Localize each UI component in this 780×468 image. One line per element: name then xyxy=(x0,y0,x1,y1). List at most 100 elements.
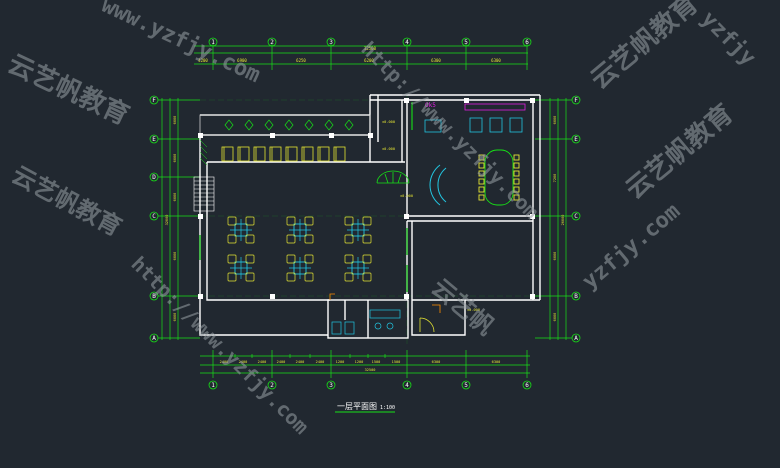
elevation-d: ±0.000 xyxy=(467,308,480,312)
chair xyxy=(286,272,296,282)
office-label: Ok5 xyxy=(425,102,436,109)
watermark-url-2: http://www.yzfjy.com xyxy=(126,252,313,439)
office-area xyxy=(424,103,526,133)
dining-table xyxy=(227,254,255,282)
chair xyxy=(286,234,296,244)
watermark-brand-5: 云艺帆 xyxy=(426,273,499,341)
elevation-markers: ±0.000 ±0.000 ±0.000 ±0.000 xyxy=(382,120,480,312)
conference-table xyxy=(478,149,520,206)
bottom-dim-1: 2400 xyxy=(220,360,229,364)
conf-chair-left xyxy=(478,170,485,177)
terrace-plants xyxy=(224,119,354,131)
chair xyxy=(245,234,255,244)
chair xyxy=(362,234,372,244)
dimension-bottom xyxy=(200,350,530,378)
top-dim-2: 6250 xyxy=(296,58,306,63)
watermark-brand-1: 云艺帆教育 xyxy=(3,48,134,131)
chair xyxy=(245,272,255,282)
chair xyxy=(245,216,255,226)
grid-bubbles-bottom xyxy=(208,380,532,390)
bottom-total-dim: 32500 xyxy=(365,368,376,372)
conf-chair-left xyxy=(478,154,485,161)
bottom-dim-3: 2400 xyxy=(258,360,267,364)
chair xyxy=(344,234,354,244)
grid-label-5b: 5 xyxy=(464,382,468,389)
grid-label-2b: 2 xyxy=(270,382,274,389)
chair xyxy=(304,216,314,226)
grid-labels-left: F E D C B A xyxy=(152,97,156,342)
grid-label-E-r: E xyxy=(574,136,578,143)
chair xyxy=(286,216,296,226)
reception-desk xyxy=(429,164,447,206)
conf-chair-left xyxy=(478,178,485,185)
left-stair xyxy=(193,176,215,212)
elevation-b: ±0.000 xyxy=(382,120,395,124)
conf-chair-left xyxy=(478,194,485,201)
chair xyxy=(304,272,314,282)
top-dim-left: 4200 xyxy=(198,58,208,63)
dining-table xyxy=(344,216,372,244)
grid-label-2: 2 xyxy=(270,39,274,46)
left-dim-4: 6000 xyxy=(173,252,177,261)
chair xyxy=(304,254,314,264)
dimension-top xyxy=(194,44,528,70)
bottom-dim-8: 1200 xyxy=(355,360,364,364)
grid-label-C: C xyxy=(152,213,156,220)
watermark-brand-3: 云艺帆教育 xyxy=(585,0,705,95)
dining-table xyxy=(286,216,314,244)
bottom-dim-4: 2400 xyxy=(277,360,286,364)
conf-chair-right xyxy=(513,154,520,161)
sofa xyxy=(333,146,346,162)
grid-label-4: 4 xyxy=(405,39,409,46)
dimension-text-bottom: 2400 2400 2400 2400 2400 2400 1200 1200 … xyxy=(220,360,501,372)
conf-chair-right xyxy=(513,194,520,201)
columns xyxy=(198,98,535,299)
right-dim-2: 7200 xyxy=(553,174,557,183)
grid-label-C-r: C xyxy=(574,213,578,220)
grid-label-D: D xyxy=(152,174,156,181)
chair xyxy=(227,272,237,282)
chair xyxy=(304,234,314,244)
left-total: 32000 xyxy=(165,215,169,226)
sofa xyxy=(221,146,234,162)
chair xyxy=(362,216,372,226)
bottom-dim-5: 2400 xyxy=(296,360,305,364)
drawing-scale: 1:100 xyxy=(380,405,395,411)
conf-chair-left xyxy=(478,186,485,193)
top-dim-4: 6300 xyxy=(431,58,441,63)
left-dim-3: 6000 xyxy=(173,193,177,202)
left-dim-5: 6000 xyxy=(173,313,177,322)
drawing-title-text: 一层平面图 xyxy=(337,402,377,411)
office-tag: Ok5 xyxy=(425,102,436,109)
grid-label-B-r: B xyxy=(574,293,578,300)
top-dim-3: 6200 xyxy=(364,58,374,63)
top-dim-5: 6300 xyxy=(491,58,501,63)
sofa xyxy=(269,146,282,162)
bottom-dim-6: 2400 xyxy=(316,360,325,364)
conf-chair-right xyxy=(513,162,520,169)
entrance-door xyxy=(329,293,441,333)
sofa xyxy=(237,146,250,162)
elevation-a: ±0.000 xyxy=(382,147,395,151)
grid-label-B: B xyxy=(152,293,156,300)
conf-chair-right xyxy=(513,186,520,193)
grid-labels-top: 1 2 3 4 5 6 xyxy=(211,39,529,46)
grid-label-A: A xyxy=(152,335,156,342)
watermark-url-5: yzfjy xyxy=(696,7,761,72)
sofa xyxy=(285,146,298,162)
watermark-brand-4: 云艺帆教育 xyxy=(620,98,740,205)
dimension-text-top: 32500 6900 6250 6200 6300 6300 4200 xyxy=(198,46,501,63)
chair xyxy=(362,254,372,264)
dimension-text-right: 6000 7200 6000 6000 26000 xyxy=(553,116,565,322)
grid-label-6: 6 xyxy=(525,39,529,46)
bottom-dim-9: 1500 xyxy=(372,360,381,364)
chair xyxy=(286,254,296,264)
grid-label-3: 3 xyxy=(329,39,333,46)
chair xyxy=(362,272,372,282)
hatch-left-terrace xyxy=(199,139,208,166)
chair xyxy=(227,254,237,264)
bottom-dim-7: 1200 xyxy=(336,360,345,364)
grid-bubbles-right xyxy=(571,95,581,343)
elevation-c: ±0.000 xyxy=(400,194,413,198)
